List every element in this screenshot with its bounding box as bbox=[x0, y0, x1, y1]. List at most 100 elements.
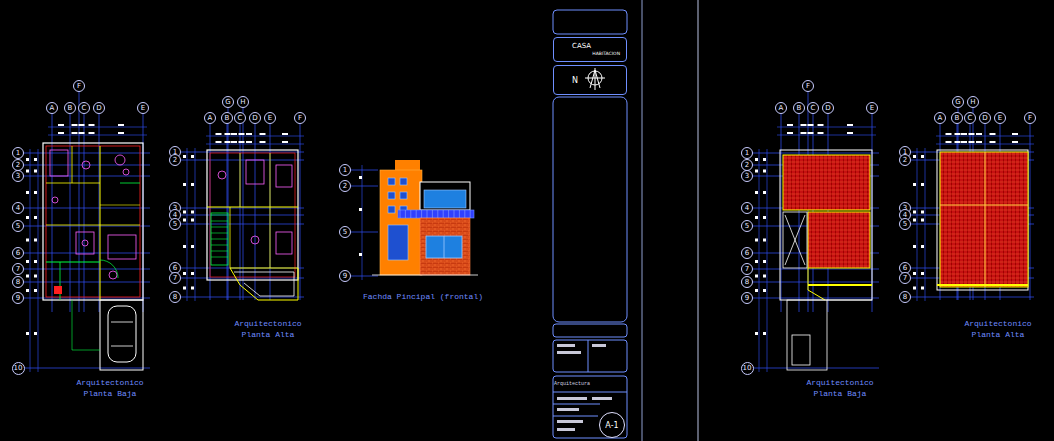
drawing-shape bbox=[388, 178, 395, 185]
drawing-line bbox=[100, 205, 140, 206]
drawing-line bbox=[925, 148, 926, 301]
grid-bubble: D bbox=[822, 102, 834, 114]
drawing-shape bbox=[913, 219, 916, 222]
drawing-line bbox=[300, 124, 301, 300]
drawing-shape bbox=[183, 155, 186, 158]
drawing-shape bbox=[787, 132, 793, 134]
grid-label: D bbox=[252, 115, 257, 122]
drawing-shape bbox=[282, 141, 288, 143]
drawing-symbol bbox=[251, 236, 259, 244]
grid-bubble: 4 bbox=[741, 202, 753, 214]
drawing-line bbox=[211, 233, 228, 234]
drawing-line bbox=[753, 269, 879, 270]
drawing-shape bbox=[76, 232, 94, 254]
drawing-shape bbox=[969, 133, 975, 135]
drawing-line bbox=[351, 170, 378, 171]
drawing-shape bbox=[183, 287, 186, 290]
grid-bubble: A bbox=[775, 102, 787, 114]
drawing-shape bbox=[388, 192, 395, 199]
drawing-shape bbox=[26, 191, 29, 194]
drawing-line bbox=[230, 207, 231, 268]
drawing-line bbox=[753, 153, 879, 154]
drawing-shape bbox=[26, 239, 29, 242]
drawing-line bbox=[454, 210, 455, 218]
drawing-shape bbox=[420, 218, 470, 275]
drawing-shape bbox=[755, 260, 758, 263]
drawing-shape bbox=[946, 133, 952, 135]
drawing-symbol bbox=[82, 161, 90, 169]
sheet-label: Fachda Pincipal (frontal) bbox=[363, 292, 483, 303]
drawing-line bbox=[410, 210, 411, 218]
drawing-shape bbox=[26, 332, 29, 335]
drawing-line bbox=[181, 208, 304, 209]
drawing-shape bbox=[216, 133, 222, 135]
drawing-line bbox=[48, 127, 147, 128]
drawing-line bbox=[785, 215, 805, 265]
drawing-line bbox=[937, 284, 1028, 286]
drawing-shape bbox=[955, 141, 961, 143]
grid-bubble: 1 bbox=[339, 164, 351, 176]
grid-label: 1 bbox=[16, 150, 20, 157]
grid-bubble: 5 bbox=[899, 218, 911, 230]
drawing-shape bbox=[420, 182, 470, 210]
drawing-shape bbox=[34, 216, 37, 219]
drawing-line bbox=[351, 186, 378, 187]
drawing-shape bbox=[990, 141, 996, 143]
grid-label: F bbox=[77, 83, 81, 90]
drawing-shape bbox=[755, 239, 758, 242]
drawing-shape bbox=[216, 141, 222, 143]
grid-bubble: 5 bbox=[12, 220, 24, 232]
drawing-shape bbox=[89, 124, 95, 126]
drawing-shape bbox=[400, 192, 407, 199]
drawing-shape bbox=[260, 141, 266, 143]
drawing-shape bbox=[246, 141, 252, 143]
grid-bubble: 8 bbox=[741, 276, 753, 288]
drawing-shape bbox=[89, 132, 95, 134]
sheet-label: Arquitectura bbox=[554, 381, 590, 388]
drawing-line bbox=[243, 108, 244, 300]
grid-bubble: 1 bbox=[741, 147, 753, 159]
drawing-shape bbox=[246, 160, 264, 184]
drawing-shape bbox=[26, 216, 29, 219]
title-text: HABITACION bbox=[592, 51, 626, 57]
drawing-caption: Arquitectonico Planta Baja bbox=[804, 378, 876, 400]
drawing-shape bbox=[34, 332, 37, 335]
drawing-shape bbox=[990, 133, 996, 135]
drawing-shape bbox=[955, 133, 961, 135]
grid-bubble: B bbox=[64, 102, 76, 114]
grid-label: C bbox=[82, 105, 87, 112]
grid-bubble: E bbox=[137, 102, 149, 114]
drawing-line bbox=[985, 152, 986, 287]
drawing-shape bbox=[780, 150, 872, 300]
drawing-shape bbox=[183, 245, 186, 248]
drawing-shape bbox=[118, 132, 124, 134]
sheet-label: Arquitectonico Planta Baja bbox=[74, 378, 146, 400]
drawing-line bbox=[753, 368, 879, 369]
drawing-line bbox=[270, 153, 271, 268]
drawing-shape bbox=[108, 235, 136, 259]
grid-label: A bbox=[779, 105, 784, 112]
drawing-shape bbox=[276, 232, 292, 254]
drawing-shape bbox=[976, 133, 982, 135]
drawing-line bbox=[470, 210, 471, 218]
grid-bubble: F bbox=[802, 80, 814, 92]
drawing-line bbox=[405, 210, 406, 218]
drawing-line bbox=[753, 298, 879, 299]
drawing-shape bbox=[400, 178, 407, 185]
grid-label: 5 bbox=[903, 221, 907, 228]
grid-label: C bbox=[238, 115, 243, 122]
grid-bubble: 3 bbox=[741, 170, 753, 182]
grid-label: 2 bbox=[173, 157, 177, 164]
grid-bubble: G bbox=[222, 96, 234, 108]
drawing-line bbox=[211, 257, 228, 258]
drawing-shape bbox=[787, 300, 827, 370]
drawing-line bbox=[187, 148, 188, 301]
drawing-shape bbox=[34, 239, 37, 242]
drawing-caption: Arquitectonico Planta Baja bbox=[74, 378, 146, 400]
drawing-outline bbox=[230, 268, 298, 300]
door-swing bbox=[100, 260, 118, 278]
drawing-line bbox=[181, 297, 304, 298]
drawing-shape bbox=[921, 183, 924, 186]
drawing-shape bbox=[763, 260, 766, 263]
drawing-shape bbox=[847, 124, 853, 126]
